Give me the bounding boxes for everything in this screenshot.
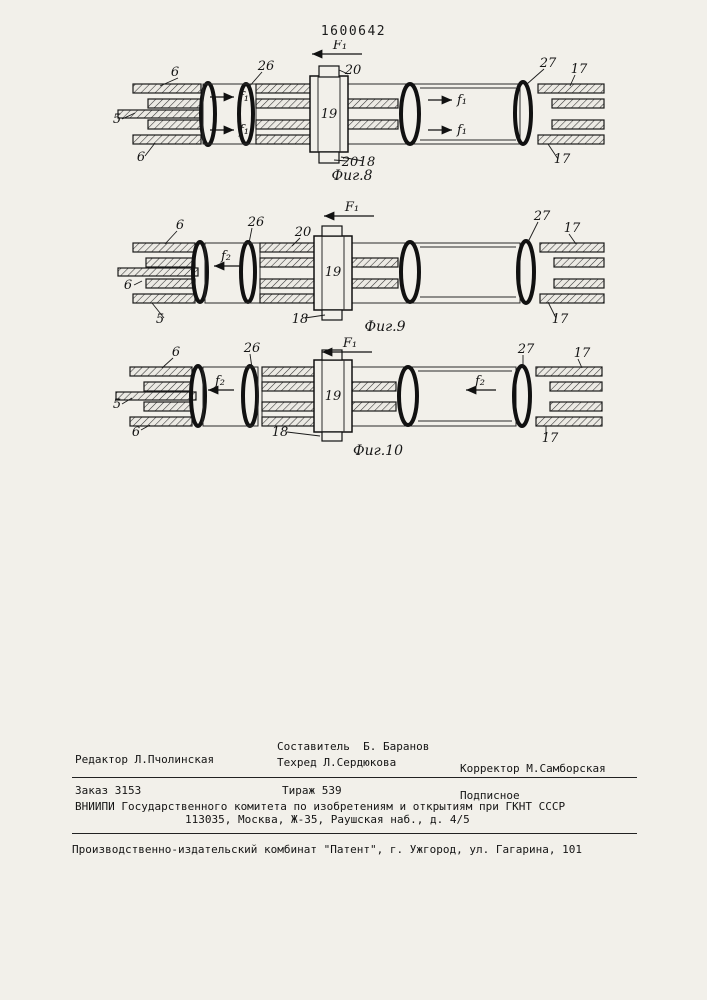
divider-bottom [72, 833, 637, 834]
fig9-part-label-6-top: 6 [176, 218, 184, 233]
fig10-force-label-F1: F₁ [342, 336, 357, 351]
fig8-part-label-17-bot: 17 [554, 152, 571, 167]
fig8-part-label-17-top: 17 [571, 62, 588, 77]
fig9-shaft [420, 246, 516, 298]
fig8-mid-ring [399, 82, 421, 146]
colophon-order: Заказ 3153 [75, 784, 142, 797]
fig10-part-label-6-top: 6 [172, 345, 180, 360]
fig8-force-arrows [210, 49, 452, 135]
fig10-leader-lines [121, 353, 583, 437]
fig10-part-label-17-top: 17 [574, 346, 591, 361]
fig10-part-label-5: 5 [113, 397, 121, 412]
fig8-part-label-20-bot: 20 [341, 155, 359, 170]
colophon-corrector: Корректор М.Самборская [460, 762, 606, 775]
fig8-force-label-F1: F₁ [332, 40, 347, 53]
fig8-part-label-19: 19 [321, 107, 338, 122]
fig10-part-label-27: 27 [517, 342, 535, 357]
fig10-right-seal-ring [512, 364, 532, 428]
fig9-left-seal-ring [191, 240, 261, 304]
fig9-left-rails [117, 242, 199, 304]
fig10-mid-ring [397, 365, 419, 427]
colophon-composer: Составитель Б. Баранов [277, 740, 430, 753]
fig9-part-label-6-left: 6 [124, 278, 132, 293]
fig9-caption: Фиг.9 [364, 319, 405, 335]
fig8-part-label-26: 26 [257, 59, 275, 74]
fig10-force-arrows [208, 347, 496, 395]
fig9-leader-lines [133, 221, 577, 319]
fig9-force-label-f2: f₂ [220, 249, 231, 264]
fig8-leader-lines [121, 68, 576, 162]
fig8-part-label-27: 27 [539, 56, 557, 71]
fig10-force-label-f2-left: f₂ [214, 374, 225, 389]
fig9-part-label-19: 19 [325, 265, 342, 280]
colophon-print-run: Тираж 539 [282, 784, 342, 797]
fig10-part-label-17-bot: 17 [542, 431, 559, 446]
fig9-part-label-27: 27 [533, 209, 551, 224]
fig8-part-label-6-bottom: 6 [137, 150, 145, 165]
fig8-part-label-6-top: 6 [171, 65, 179, 80]
colophon-vniipi-line2: 113035, Москва, Ж-35, Раушская наб., д. … [185, 813, 470, 826]
fig8-right-seal-ring [513, 80, 533, 146]
fig10-right-rails [535, 366, 603, 427]
fig8-left-rails [117, 83, 203, 145]
figure-10-drawing: F₁ 6 26 27 17 5 f₂ 19 f₂ 6 18 17 Фиг.10 [113, 336, 603, 459]
fig8-center-housing [255, 83, 521, 145]
patent-number: 1600642 [320, 24, 387, 39]
fig9-part-label-5: 5 [156, 312, 164, 327]
colophon-vniipi-line1: ВНИИПИ Государственного комитета по изоб… [75, 800, 566, 813]
fig9-right-rails [539, 242, 605, 304]
fig10-shaft [418, 370, 512, 422]
fig8-shaft [420, 87, 516, 141]
fig10-force-label-f2-right: f₂ [474, 374, 485, 389]
colophon-editor: Редактор Л.Пчолинская [75, 753, 215, 766]
fig8-force-label-f1-b: f₁ [238, 123, 249, 138]
fig8-part-label-18: 18 [359, 155, 376, 170]
fig10-part-label-19: 19 [325, 389, 342, 404]
fig9-center-housing [259, 242, 521, 304]
fig9-part-label-17-top: 17 [564, 221, 581, 236]
fig9-piston-block [313, 225, 353, 321]
fig10-part-label-6-bottom: 6 [132, 425, 140, 440]
fig8-force-label-f1-c: f₁ [456, 93, 467, 108]
fig10-left-rails [115, 366, 197, 427]
fig9-force-label-F1: F₁ [344, 200, 359, 215]
colophon-subscription: Подписное [460, 789, 520, 802]
fig10-caption: Фиг.10 [353, 443, 403, 459]
fig8-force-label-f1-d: f₁ [456, 123, 467, 138]
fig8-part-label-5: 5 [113, 112, 121, 127]
fig9-part-label-18: 18 [292, 312, 309, 327]
fig10-left-seal-ring [189, 364, 259, 428]
fig8-part-label-20-top: 20 [344, 63, 362, 78]
fig9-right-seal-ring [516, 239, 536, 305]
fig9-force-arrows [214, 211, 374, 271]
fig8-caption: Фиг.8 [331, 168, 372, 184]
fig8-force-label-f1-a: f₁ [238, 90, 249, 105]
fig8-right-rails [537, 83, 605, 145]
divider-top [72, 777, 637, 778]
figure-8-drawing: 6 26 F₁ 20 27 17 f₁ 5 f₁ 19 f₁ f₁ 6 20 1… [113, 40, 605, 184]
colophon-publisher: Производственно-издательский комбинат "П… [72, 843, 582, 856]
colophon-techred: Техред Л.Сердюкова [277, 756, 397, 769]
fig10-part-label-26: 26 [243, 341, 261, 356]
figure-9-drawing: F₁ 6 26 20 27 17 f₂ 6 19 5 18 17 Фиг.9 [117, 200, 605, 335]
fig9-part-label-20: 20 [294, 225, 312, 240]
fig9-part-label-26: 26 [247, 215, 265, 230]
fig9-mid-ring [399, 240, 421, 304]
fig10-part-label-18: 18 [272, 425, 289, 440]
fig9-part-label-17-bot: 17 [552, 312, 569, 327]
fig8-piston-block [309, 65, 349, 164]
